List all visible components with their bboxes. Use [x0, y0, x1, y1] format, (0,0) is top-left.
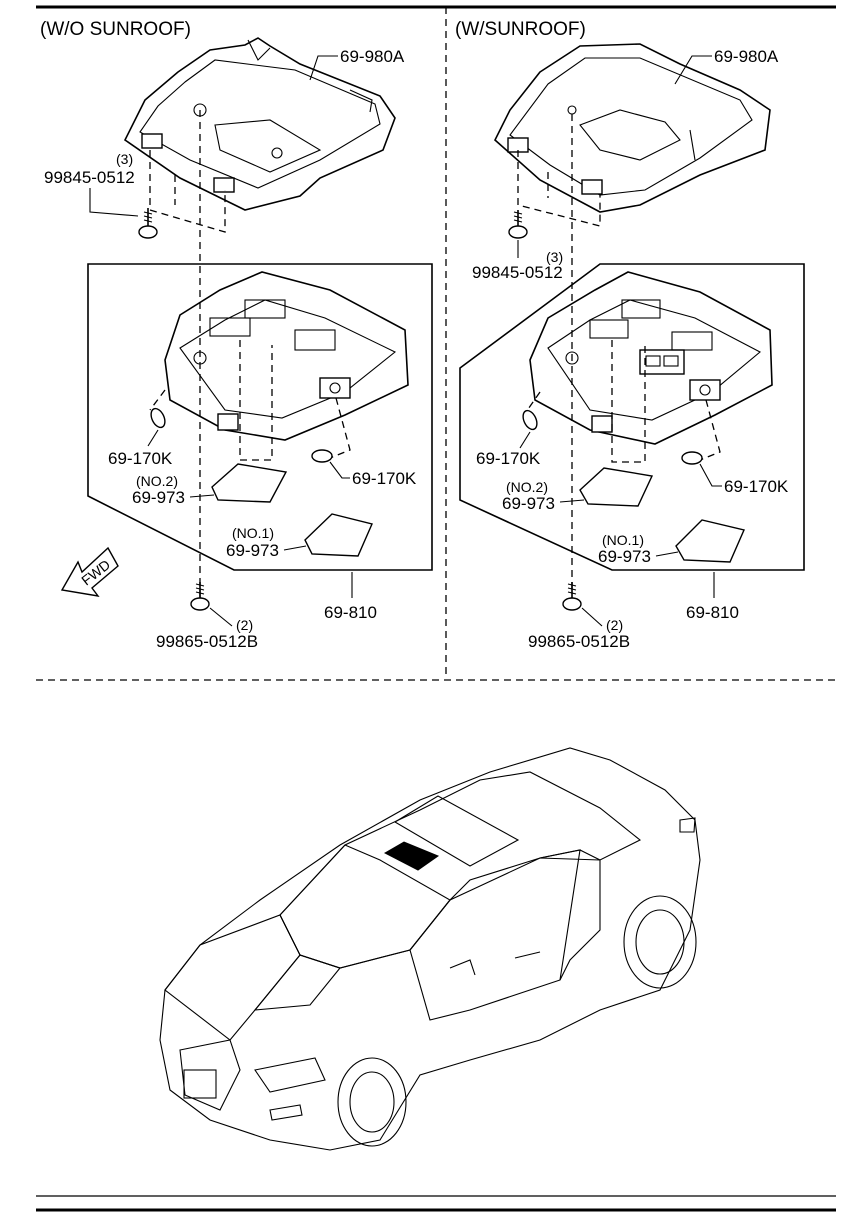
label-bulb-left-1: 69-170K — [108, 449, 173, 468]
guide-bulb-left-left — [149, 389, 166, 411]
roof-lining-right — [494, 43, 771, 213]
label-lens1-part-right: 69-973 — [598, 547, 651, 566]
left-panel-title: (W/O SUNROOF) — [40, 19, 191, 40]
leader-bulb-left-1 — [147, 429, 159, 447]
car-rear-door — [539, 849, 601, 981]
car-grille — [179, 1039, 241, 1111]
car-headlight — [254, 1057, 326, 1093]
car-illustration — [159, 747, 701, 1151]
label-bulb-right-2: 69-170K — [724, 477, 789, 496]
label-lens2-part-right: 69-973 — [502, 494, 555, 513]
leader-bulb-right-2 — [699, 463, 722, 487]
label-bolt-qty-left: (2) — [236, 617, 253, 633]
car-body-outline — [159, 747, 701, 1151]
lens-no1-left — [304, 513, 373, 557]
leader-roof-lining-right — [674, 55, 712, 85]
car-rear-light — [679, 817, 696, 833]
roof-lining-left — [123, 37, 396, 211]
fwd-arrow-icon: FWD — [60, 546, 119, 597]
right-panel-title: (W/SUNROOF) — [455, 19, 586, 40]
label-bulb-right-1: 69-170K — [476, 449, 541, 468]
assembly-box-right — [459, 263, 805, 571]
leader-bulb-left-2 — [329, 461, 350, 479]
car-front-wheel — [337, 1057, 407, 1147]
label-lens1-part-left: 69-973 — [226, 541, 279, 560]
leader-lens2-right — [559, 499, 585, 503]
label-bulb-left-2: 69-170K — [352, 469, 417, 488]
leader-roof-lining-left — [309, 55, 338, 81]
label-assembly-right: 69-810 — [686, 603, 739, 622]
car-hood — [164, 914, 301, 1041]
label-lens2-note-right: (NO.2) — [506, 479, 548, 495]
guide-lens2-right — [611, 340, 646, 463]
map-lamp-location-marker — [383, 841, 440, 871]
leader-lens1-left — [283, 545, 307, 551]
car-front-door — [409, 849, 581, 1021]
leader-lens1-right — [655, 551, 679, 557]
leader-bolt-right — [581, 607, 603, 627]
lens-no2-left — [211, 463, 288, 503]
car-fog-light — [269, 1104, 303, 1121]
car-front-wheel-rim — [349, 1071, 395, 1133]
car-roof — [279, 771, 642, 969]
label-lens1-note-left: (NO.1) — [232, 525, 274, 541]
bulb-icon-left-1 — [150, 407, 166, 429]
car-license-plate — [183, 1069, 217, 1099]
car-rear-wheel — [623, 895, 697, 989]
guide-bulb-left-right — [525, 391, 541, 413]
label-assembly-left: 69-810 — [324, 603, 377, 622]
label-lens2-part-left: 69-973 — [132, 488, 185, 507]
screw-icon-left — [138, 208, 158, 239]
bulb-icon-right-2 — [681, 451, 703, 465]
assembly-box-left — [87, 263, 433, 571]
label-lens1-note-right: (NO.1) — [602, 532, 644, 548]
right-panel: (W/SUNROOF) 69-980A (3) 99845-0512 — [455, 19, 805, 651]
guide-bulb-right-right — [699, 399, 721, 461]
label-screw-qty-right: (3) — [546, 249, 563, 265]
guide-lens2-left — [239, 340, 273, 461]
label-screw-part-right: 99845-0512 — [472, 263, 563, 282]
leader-bulb-right-1 — [519, 431, 531, 449]
car-sunroof — [393, 795, 520, 867]
bolt-icon-left — [190, 582, 210, 611]
label-bolt-part-right: 99865-0512B — [528, 632, 630, 651]
car-mirror — [449, 959, 476, 976]
bulb-icon-right-1 — [522, 409, 538, 431]
map-lamp-right — [529, 271, 773, 445]
car-rear-wheel-rim — [635, 909, 685, 975]
bulb-icon-left-2 — [311, 449, 333, 463]
label-roof-lining-right: 69-980A — [714, 47, 779, 66]
label-bolt-part-left: 99865-0512B — [156, 632, 258, 651]
guide-screw-left — [149, 150, 226, 233]
lens-no1-right — [675, 519, 745, 563]
lens-no2-right — [579, 467, 654, 507]
leader-screw-left — [89, 188, 139, 217]
left-panel: (W/O SUNROOF) 69-980A (3) 99845-0512 — [40, 19, 433, 651]
guide-bulb-right-left — [329, 397, 351, 459]
car-door-handle — [514, 951, 541, 959]
bolt-icon-right — [562, 582, 582, 611]
guide-screw-right — [517, 150, 601, 227]
label-screw-qty-left: (3) — [116, 151, 133, 167]
label-screw-part-left: 99845-0512 — [44, 168, 135, 187]
leader-lens2-left — [189, 494, 215, 498]
screw-icon-right — [508, 210, 528, 239]
label-bolt-qty-right: (2) — [606, 617, 623, 633]
car-hood-vent — [253, 954, 341, 1011]
leader-bolt-left — [209, 607, 233, 627]
label-lens2-note-left: (NO.2) — [136, 473, 178, 489]
label-roof-lining-left: 69-980A — [340, 47, 405, 66]
map-lamp-left — [164, 271, 409, 441]
